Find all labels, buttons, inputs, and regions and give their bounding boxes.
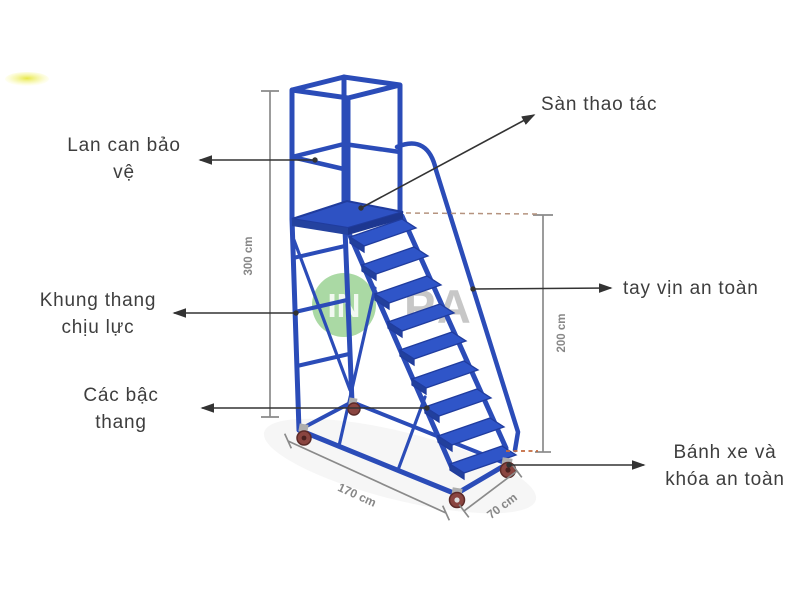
dimension-170cm xyxy=(283,433,451,521)
wheels-label: Bánh xe và khóa an toàn xyxy=(652,439,798,493)
steps-label-line1: Các bậc xyxy=(83,385,159,406)
dimension-70cm xyxy=(458,464,523,518)
yellow-smudge xyxy=(5,72,49,86)
wheels-label-line1: Bánh xe và xyxy=(673,442,777,463)
handrail-label-text: tay vịn an toàn xyxy=(623,278,759,299)
guard-rail-label: Lan can bảo vệ xyxy=(30,132,218,186)
callout-arrows xyxy=(172,114,646,470)
load-frame-label-line1: Khung thang xyxy=(39,290,157,311)
platform-label: Sàn thao tác xyxy=(541,91,741,118)
load-frame-label: Khung thang chịu lực xyxy=(10,287,186,341)
stair-treads xyxy=(348,218,518,481)
arrow-guard-rail xyxy=(198,155,318,165)
arrow-wheels xyxy=(506,460,646,470)
arrow-handrail xyxy=(470,283,613,293)
dimension-300cm-label: 300 cm xyxy=(243,236,255,275)
inpa-watermark: IN PA xyxy=(312,273,471,337)
dimension-300cm xyxy=(261,90,279,418)
platform-label-text: Sàn thao tác xyxy=(541,94,658,115)
safety-handrail xyxy=(394,141,521,453)
arrow-load-frame xyxy=(172,308,299,318)
work-platform xyxy=(291,199,404,235)
watermark-circle-text: IN xyxy=(328,287,361,324)
steps-label: Các bậc thang xyxy=(42,382,200,436)
arrow-platform xyxy=(358,114,536,211)
guard-rail-label-line1: Lan can bảo xyxy=(67,135,181,156)
dimension-200cm-label: 200 cm xyxy=(556,313,568,352)
guard-rail-label-line2: vệ xyxy=(113,162,135,183)
wheels-label-line2: khóa an toàn xyxy=(665,469,785,490)
steps-label-line2: thang xyxy=(95,412,147,433)
watermark-circle-icon xyxy=(312,273,376,337)
arrow-steps xyxy=(200,403,430,413)
dimension-200cm xyxy=(533,214,553,453)
load-frame-label-line2: chịu lực xyxy=(61,317,135,338)
handrail-label: tay vịn an toàn xyxy=(623,275,793,302)
dashed-line-platform-level xyxy=(405,212,538,215)
